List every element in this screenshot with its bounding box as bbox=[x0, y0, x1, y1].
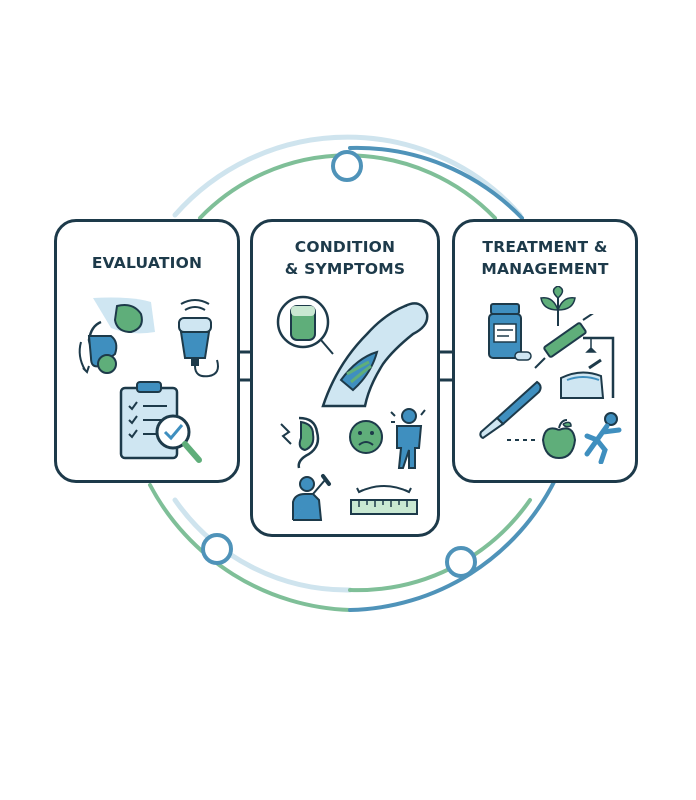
raised-arm-person-icon bbox=[292, 474, 331, 521]
magnifier-check-icon bbox=[155, 414, 202, 463]
syringe-icon bbox=[534, 314, 594, 369]
medicine-bottle-icon bbox=[488, 303, 532, 361]
pain-stomach-icon bbox=[280, 416, 320, 469]
ruler-measure-icon bbox=[350, 485, 418, 515]
ultrasound-probe-icon bbox=[178, 299, 219, 378]
zoomed-tissue-icon bbox=[276, 295, 334, 355]
apple-icon bbox=[541, 419, 577, 460]
evaluation-panel: EVALUATION bbox=[54, 219, 240, 483]
condition-title: CONDITION & SYMPTOMS bbox=[284, 238, 406, 278]
exercise-person-icon bbox=[584, 412, 622, 464]
scalpel-icon bbox=[479, 380, 542, 441]
ring-node bbox=[201, 150, 477, 578]
treatment-title: TREATMENT & MANAGEMENT bbox=[481, 238, 609, 278]
pelvic-anatomy-icon bbox=[78, 297, 155, 374]
curved-penis-plaque-icon bbox=[321, 302, 429, 408]
evaluation-title: EVALUATION bbox=[91, 254, 203, 272]
treatment-panel: TREATMENT & MANAGEMENT bbox=[452, 219, 638, 483]
condition-panel: CONDITION & SYMPTOMS bbox=[250, 219, 440, 537]
distressed-person-icon bbox=[390, 408, 426, 469]
traction-device-icon bbox=[560, 336, 615, 399]
herbal-leaf-icon bbox=[540, 286, 576, 326]
sad-face-icon bbox=[349, 420, 383, 454]
